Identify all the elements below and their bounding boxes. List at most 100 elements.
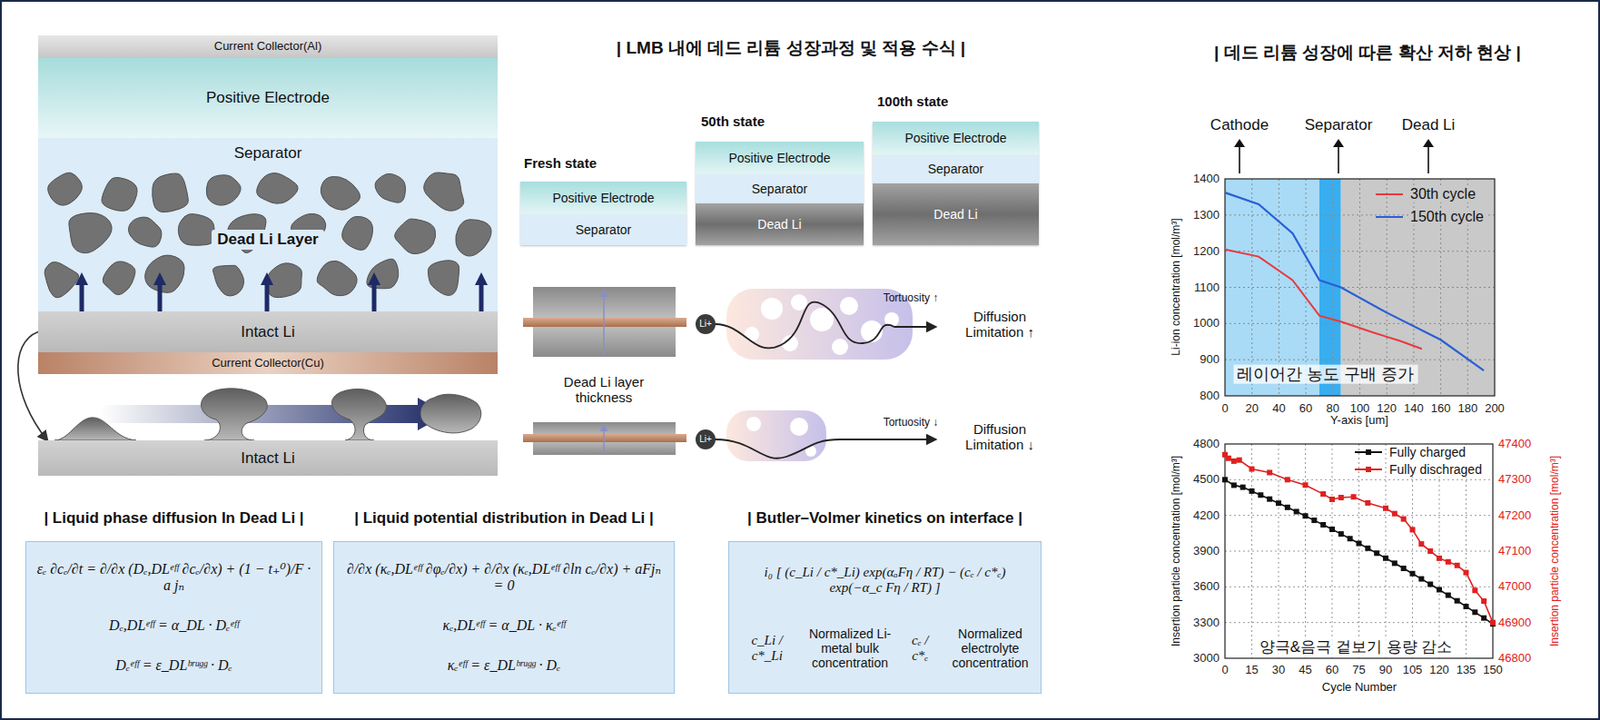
dead-li-box: Dead Li (872, 183, 1039, 246)
pointer-arrow (1427, 145, 1430, 174)
dead-li-particle (48, 172, 83, 206)
data-marker (1240, 484, 1246, 491)
dead-li-particle (152, 173, 189, 213)
data-marker (1382, 555, 1389, 562)
chart-mark (1224, 359, 1495, 361)
data-marker (1231, 458, 1237, 465)
tick-label: 1000 (1193, 316, 1220, 331)
data-marker (1284, 504, 1291, 511)
tick-label: 3300 (1193, 615, 1220, 630)
text-label: Cathode (1210, 116, 1269, 135)
tick-label: 120 (1429, 663, 1450, 678)
electrode-box: Positive Electrode (695, 141, 864, 175)
chart-mark (1385, 444, 1387, 659)
thickness-arrow (602, 290, 605, 356)
equation: εₑ ∂cₑ/∂t = ∂/∂x (Dₑ,DLᵉᶠᶠ ∂cₑ/∂x) + (1 … (35, 561, 313, 595)
tick-label: 80 (1326, 402, 1340, 416)
electrode-band: Positive Electrode (38, 58, 498, 139)
tick-label: 46900 (1498, 615, 1531, 630)
legend-marker (1365, 466, 1372, 473)
data-marker (1410, 571, 1416, 577)
tick-label: 4200 (1193, 508, 1220, 523)
band-label: Separator (575, 222, 632, 238)
band-label: Separator (928, 161, 984, 177)
current-collector: Current Collector(Cu) (38, 352, 498, 375)
separator-box: Separator (520, 214, 687, 246)
data-marker (1471, 609, 1478, 615)
data-marker (1225, 455, 1232, 462)
data-marker (1356, 541, 1363, 547)
growth-arrow (99, 397, 447, 431)
dead-li-particle (145, 255, 185, 293)
legend-marker (1365, 449, 1372, 455)
data-marker (1303, 513, 1309, 519)
li-dendrite (331, 388, 386, 441)
tick-label: 4500 (1193, 473, 1220, 487)
equation-body: ∂/∂x (κₑ,DLᵉᶠᶠ ∂φₑ/∂x) + ∂/∂x (κₑ,DLᵉᶠᶠ … (334, 542, 674, 693)
growth-arrow (153, 272, 167, 286)
text-label: 100th state (877, 93, 949, 109)
text-label: Insertion particle concentration [mol/m³… (1170, 455, 1184, 647)
legend-line (1375, 216, 1403, 218)
tick-label: 140 (1403, 402, 1424, 416)
tick-label: 40 (1272, 402, 1285, 416)
tick-label: 60 (1325, 663, 1339, 678)
dead-li-particle (455, 219, 492, 257)
band-label: Positive Electrode (552, 190, 654, 206)
dead-li-particle (395, 218, 436, 255)
data-marker (1382, 505, 1389, 512)
band-label: Dead Li Layer (211, 229, 325, 250)
data-line (1224, 249, 1423, 350)
electrode-box: Positive Electrode (872, 121, 1039, 156)
tick-label: 47200 (1498, 508, 1531, 523)
growth-arrow (260, 272, 274, 286)
equation: κₑ,DLᵉᶠᶠ = α_DL · κₑᵉᶠᶠ (442, 617, 565, 634)
data-marker (1490, 620, 1496, 626)
chart-mark (1358, 444, 1360, 659)
text-label: | 데드 리튬 성장에 따른 확산 저하 현상 | (1214, 42, 1521, 63)
li-mound (54, 417, 137, 441)
tick-label: 1200 (1193, 244, 1220, 258)
equation-panel: | Butler–Volmer kinetics on interface |i… (728, 541, 1042, 694)
lithium-band: Intact Li (38, 311, 498, 353)
tick-label: 1300 (1193, 207, 1220, 222)
tick-label: 200 (1484, 402, 1505, 416)
tick-label: 90 (1379, 663, 1393, 678)
electrode-box: Positive Electrode (520, 181, 687, 215)
growth-arrow (372, 283, 377, 312)
li-dendrite (201, 388, 268, 441)
data-marker (1351, 493, 1357, 500)
chart-mark (1251, 178, 1253, 396)
panel-heading: | Liquid potential distribution in Dead … (354, 509, 654, 528)
data-marker (1427, 548, 1433, 554)
text-label: Li-ion concentration [mol/m³] (1170, 217, 1184, 356)
band-label: Intact Li (240, 323, 296, 342)
data-marker (1392, 511, 1398, 517)
legend-text: Fully charged (1387, 444, 1468, 460)
data-marker (1347, 535, 1354, 542)
data-marker (1311, 517, 1317, 524)
dead-li-particle (424, 172, 465, 211)
porous-region (726, 410, 827, 462)
dead-li-box: Dead Li (695, 203, 864, 246)
data-marker (1257, 492, 1264, 498)
data-marker (1445, 592, 1452, 599)
data-marker (1275, 500, 1282, 506)
dead-li-particle (44, 262, 79, 298)
tick-label: 60 (1299, 402, 1313, 416)
growth-arrow (474, 272, 488, 286)
data-marker (1284, 476, 1291, 483)
equation: cₑ / c*ₑ (904, 632, 937, 665)
band-label: Current Collector(Cu) (211, 356, 325, 371)
equation-body: εₑ ∂cₑ/∂t = ∂/∂x (Dₑ,DLᵉᶠᶠ ∂cₑ/∂x) + (1 … (26, 542, 322, 693)
text-label: Cycle Number (1322, 681, 1397, 695)
data-marker (1329, 526, 1335, 533)
text-label: Diffusion Limitation ↑ (954, 308, 1046, 341)
text-label: Insertion particle concentration [mol/m³… (1549, 455, 1562, 647)
data-marker (1436, 586, 1442, 593)
text-label: Dead Li layer thickness (540, 374, 668, 406)
chart-mark (1224, 551, 1493, 553)
band-label: Separator (751, 181, 808, 197)
dead-li-particle (177, 214, 215, 247)
